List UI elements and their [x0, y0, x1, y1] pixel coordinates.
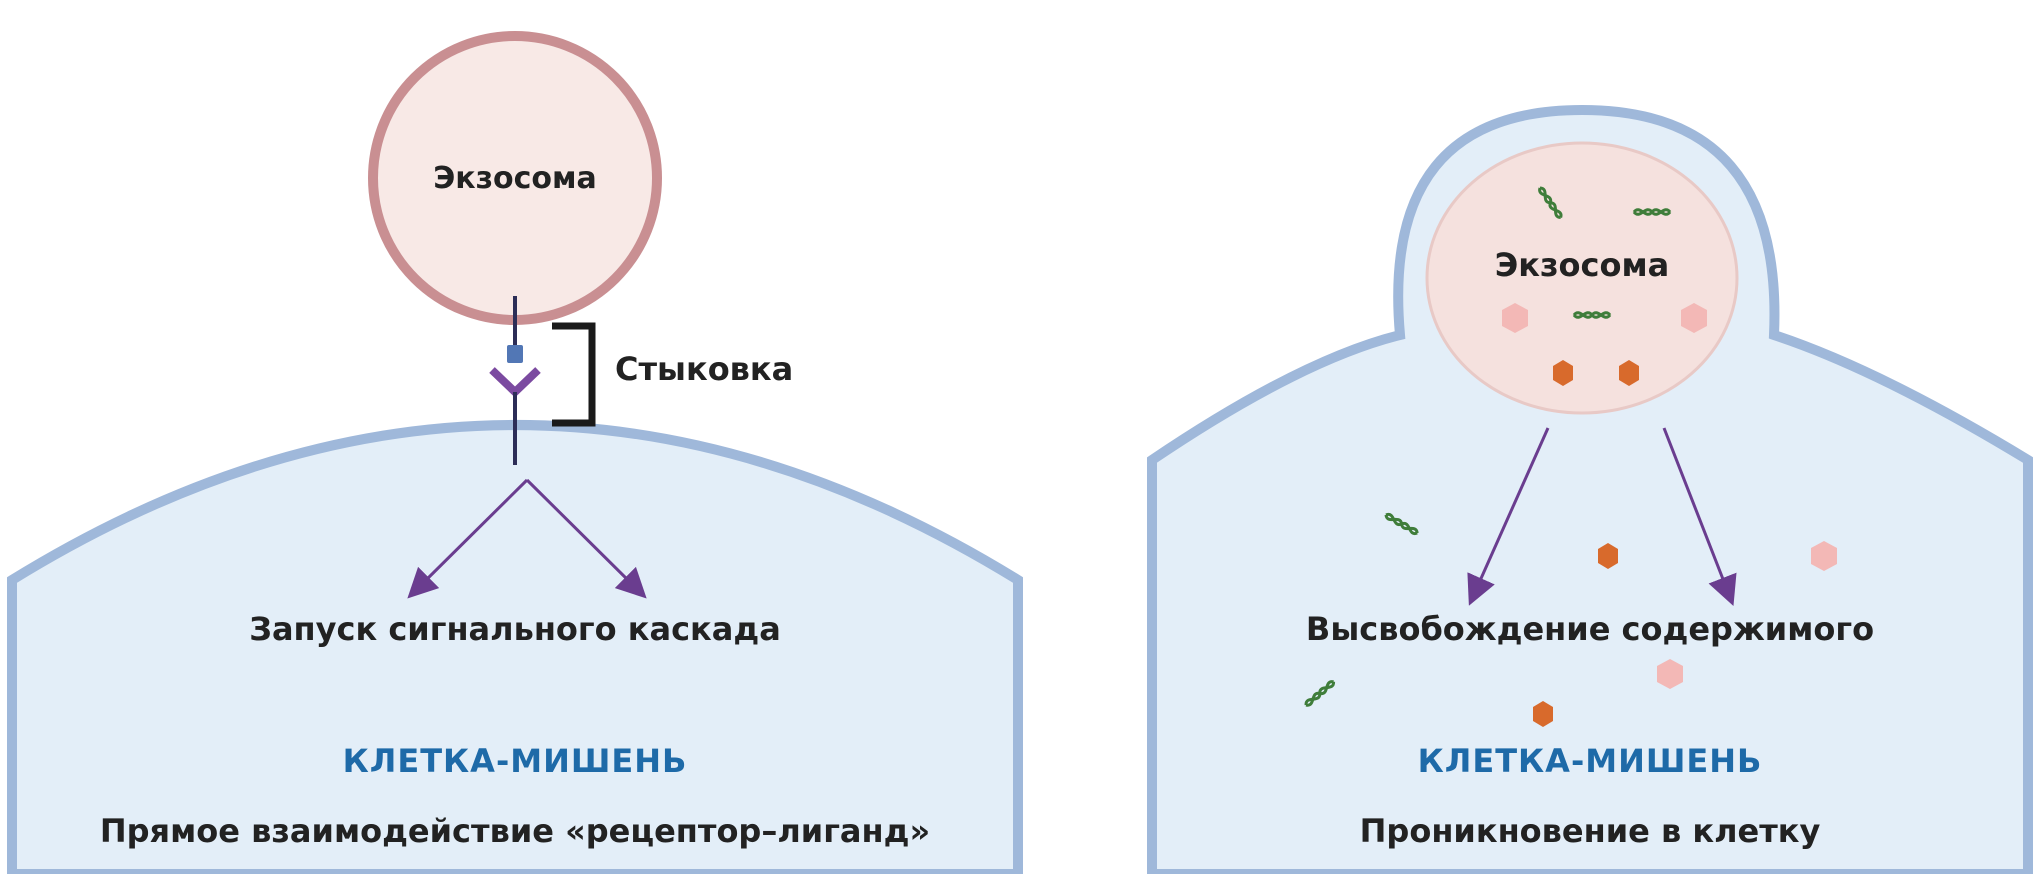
docking-label: Стыковка	[615, 350, 793, 388]
left-cell-label: КЛЕТКА-МИШЕНЬ	[343, 742, 688, 780]
left-caption: Прямое взаимодействие «рецептор–лиганд»	[100, 812, 930, 850]
ligand	[507, 345, 523, 363]
right-cell-label: КЛЕТКА-МИШЕНЬ	[1418, 742, 1763, 780]
receptor	[489, 367, 541, 398]
release-arrow-right	[1662, 427, 1737, 606]
left-exosome-label: Экзосома	[433, 161, 597, 196]
right-panel: Экзосома Высвобождение содержимого КЛЕТК…	[1147, 104, 2033, 874]
cascade-arrow-left	[407, 478, 529, 599]
cascade-label: Запуск сигнального каскада	[249, 610, 781, 648]
right-exosome-label: Экзосома	[1495, 246, 1669, 284]
left-panel: Экзосома Стыковка Запуск сигнального кас…	[7, 31, 1023, 874]
docking-bracket	[552, 322, 596, 427]
release-arrow-left	[1467, 427, 1550, 606]
right-caption: Проникновение в клетку	[1360, 812, 1821, 850]
right-target-cell	[1147, 104, 2033, 874]
cascade-arrow-right	[525, 478, 647, 599]
release-label: Высвобождение содержимого	[1306, 610, 1874, 648]
